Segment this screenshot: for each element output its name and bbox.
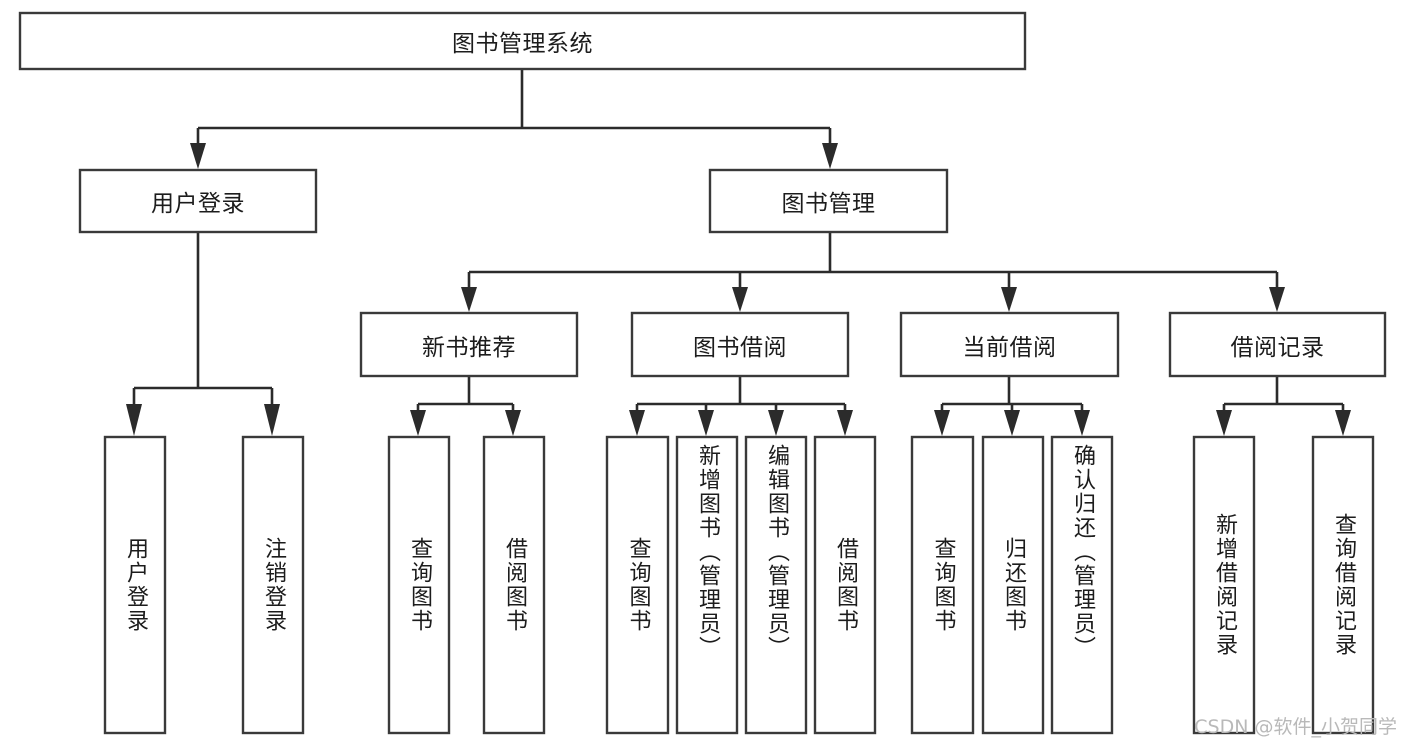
connector-group-new-book-recommend: [410, 376, 521, 436]
connector-group-book-management: [461, 232, 1285, 312]
node-box-leaf-confirm-return[interactable]: [1050, 435, 1114, 735]
arrowhead-leaf-borrow-book-1: [505, 410, 521, 436]
node-box-leaf-user-login[interactable]: [103, 435, 167, 735]
arrowhead-leaf-borrow-book-2: [837, 410, 853, 436]
connector-group-book-borrow: [629, 376, 853, 436]
node-box-leaf-add-book[interactable]: [675, 435, 739, 735]
arrowhead-new-book-recommend: [461, 287, 477, 312]
arrowhead-user-login: [190, 143, 206, 169]
arrowhead-leaf-confirm-return: [1074, 410, 1090, 436]
node-box-borrow-record[interactable]: [1168, 311, 1387, 378]
node-box-leaf-edit-book[interactable]: [744, 435, 808, 735]
arrowhead-leaf-query-book-1: [410, 410, 426, 436]
node-box-book-management[interactable]: [708, 168, 949, 234]
node-box-new-book-recommend[interactable]: [359, 311, 579, 378]
arrowhead-leaf-query-borrow-record: [1335, 410, 1351, 436]
arrowhead-leaf-query-book-3: [934, 410, 950, 436]
node-box-root[interactable]: [18, 11, 1027, 71]
node-box-leaf-logout-login[interactable]: [241, 435, 305, 735]
node-box-leaf-return-book[interactable]: [981, 435, 1045, 735]
arrowhead-current-borrow: [1001, 287, 1017, 312]
node-box-book-borrow[interactable]: [630, 311, 850, 378]
connector-group-user-login: [126, 232, 280, 436]
node-box-leaf-query-book-1[interactable]: [387, 435, 451, 735]
arrowhead-book-borrow: [732, 287, 748, 312]
node-box-current-borrow[interactable]: [899, 311, 1120, 378]
arrowhead-book-management: [822, 143, 838, 169]
arrowhead-borrow-record: [1269, 287, 1285, 312]
connector-group-root: [190, 68, 838, 169]
arrowhead-leaf-user-login: [126, 404, 142, 436]
node-box-leaf-borrow-book-2[interactable]: [813, 435, 877, 735]
connector-group-current-borrow: [934, 376, 1090, 436]
node-box-leaf-borrow-book-1[interactable]: [482, 435, 546, 735]
node-box-user-login[interactable]: [78, 168, 318, 234]
node-box-leaf-query-book-3[interactable]: [910, 435, 975, 735]
connector-group-borrow-record: [1216, 376, 1351, 436]
arrowhead-leaf-add-borrow-record: [1216, 410, 1232, 436]
node-box-leaf-query-borrow-record[interactable]: [1311, 435, 1375, 735]
arrowhead-leaf-query-book-2: [629, 410, 645, 436]
arrowhead-leaf-logout-login: [264, 404, 280, 436]
node-box-leaf-add-borrow-record[interactable]: [1192, 435, 1256, 735]
arrowhead-leaf-add-book: [698, 410, 714, 436]
node-box-leaf-query-book-2[interactable]: [605, 435, 670, 735]
arrowhead-leaf-return-book: [1004, 410, 1020, 436]
arrowhead-leaf-edit-book: [768, 410, 784, 436]
